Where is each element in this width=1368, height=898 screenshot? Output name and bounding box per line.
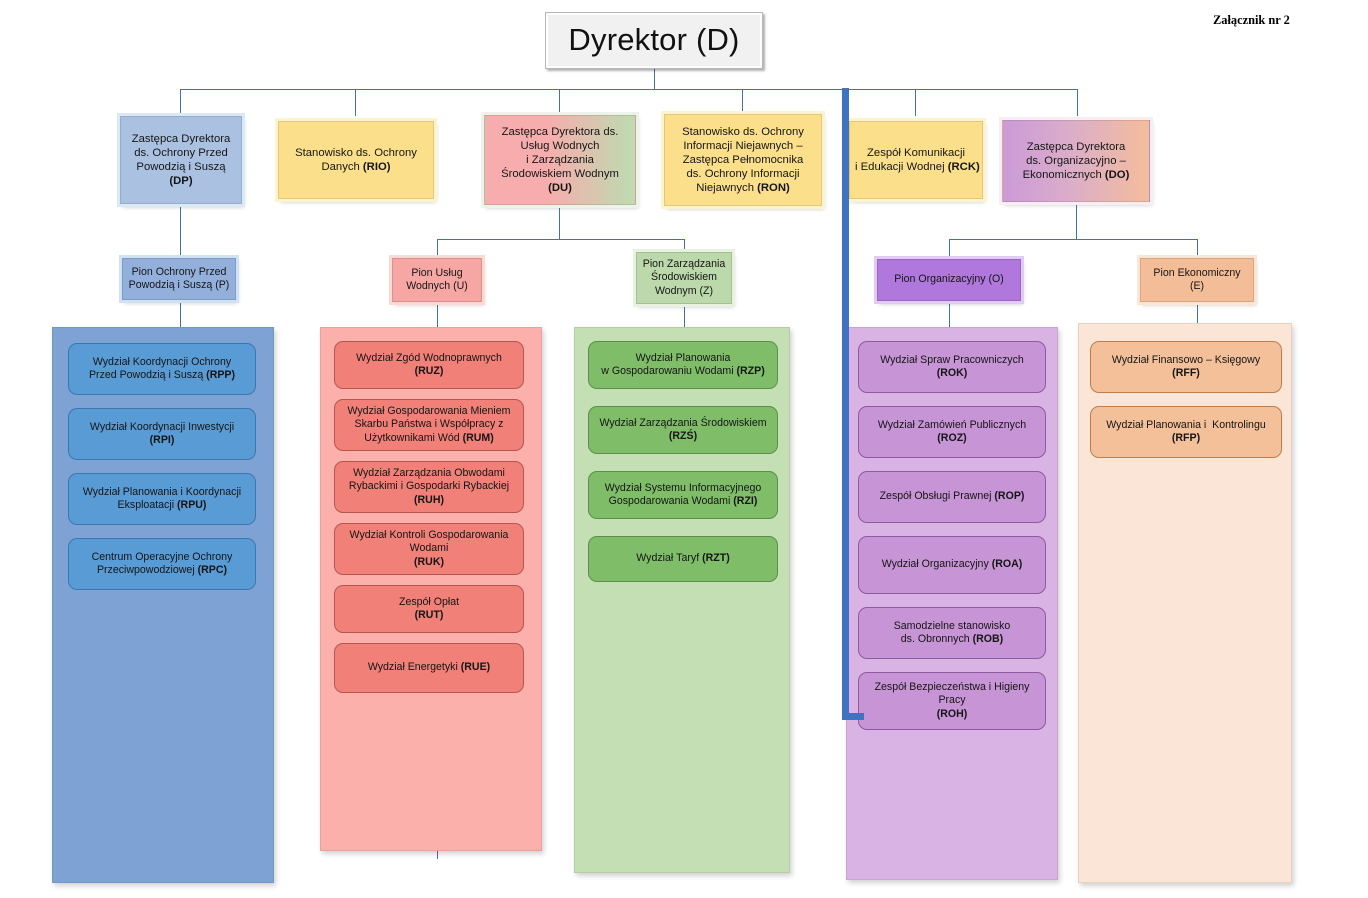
connector-do-bus bbox=[949, 239, 1198, 240]
node-pion-e-label: Pion Ekonomiczny(E) bbox=[1153, 266, 1241, 292]
department-label: Wydział Zamówień Publicznych(ROZ) bbox=[877, 418, 1027, 444]
connector-drop-lvl1-5 bbox=[1077, 89, 1078, 116]
connector-do-to-pion-o bbox=[949, 239, 950, 259]
department-label: Wydział Energetyki (RUE) bbox=[367, 661, 491, 674]
department-box-rut[interactable]: Zespół Opłat(RUT) bbox=[334, 585, 524, 633]
department-box-rff[interactable]: Wydział Finansowo – Księgowy(RFF) bbox=[1090, 341, 1282, 393]
node-root-label: Dyrektor (D) bbox=[568, 22, 740, 58]
department-label: Wydział Spraw Pracowniczych(ROK) bbox=[880, 353, 1024, 379]
department-box-ruz[interactable]: Wydział Zgód Wodnoprawnych(RUZ) bbox=[334, 341, 524, 389]
connector-du-bus bbox=[437, 239, 684, 240]
connector-column-u-bottom-stub bbox=[437, 849, 438, 859]
department-label: Wydział Zarządzania Środowiskiem(RZŚ) bbox=[599, 416, 767, 442]
department-box-rok[interactable]: Wydział Spraw Pracowniczych(ROK) bbox=[858, 341, 1046, 393]
connector-do-drop bbox=[1076, 202, 1077, 239]
department-box-rpi[interactable]: Wydział Koordynacji Inwestycji(RPI) bbox=[68, 408, 256, 460]
connector-do-to-pion-e bbox=[1197, 239, 1198, 259]
department-label: Zespół Opłat(RUT) bbox=[398, 595, 460, 621]
connector-du-to-pion-z bbox=[684, 239, 685, 253]
connector-du-to-pion-u bbox=[437, 239, 438, 258]
node-pion-o-label: Pion Organizacyjny (O) bbox=[894, 273, 1004, 286]
connector-drop-lvl1-1 bbox=[355, 89, 356, 116]
department-label: Wydział Taryf (RZT) bbox=[636, 552, 730, 565]
department-box-roa[interactable]: Wydział Organizacyjny (ROA) bbox=[858, 536, 1046, 594]
connector-pion-u-to-column bbox=[437, 302, 438, 327]
connector-du-drop bbox=[559, 205, 560, 239]
highlight-stub-line bbox=[842, 713, 864, 720]
node-pion-e[interactable]: Pion Ekonomiczny(E) bbox=[1140, 258, 1254, 302]
connector-drop-lvl1-4 bbox=[915, 89, 916, 116]
connector-drop-lvl1-0 bbox=[180, 89, 181, 116]
department-box-rop[interactable]: Zespół Obsługi Prawnej (ROP) bbox=[858, 471, 1046, 523]
node-pion-o[interactable]: Pion Organizacyjny (O) bbox=[877, 259, 1021, 301]
department-label: Wydział Organizacyjny (ROA) bbox=[881, 558, 1023, 571]
highlight-vertical-line bbox=[842, 88, 849, 720]
node-root-dyrektor[interactable]: Dyrektor (D) bbox=[545, 12, 763, 69]
department-box-roz[interactable]: Wydział Zamówień Publicznych(ROZ) bbox=[858, 406, 1046, 458]
department-label: Wydział Finansowo – Księgowy(RFF) bbox=[1111, 353, 1261, 379]
department-label: Wydział Koordynacji Inwestycji(RPI) bbox=[89, 420, 235, 446]
connector-pion-p-to-column bbox=[180, 300, 181, 327]
department-label: Wydział Planowania i Kontrolingu(RFP) bbox=[1106, 418, 1266, 444]
annex-caption: Załącznik nr 2 bbox=[1213, 13, 1290, 27]
connector-root-drop bbox=[654, 69, 655, 90]
connector-drop-lvl1-3 bbox=[742, 89, 743, 116]
department-label: Wydział Zgód Wodnoprawnych(RUZ) bbox=[356, 351, 502, 377]
department-box-rue[interactable]: Wydział Energetyki (RUE) bbox=[334, 643, 524, 693]
connector-pion-o-to-column bbox=[949, 301, 950, 327]
connector-dp-to-pion-p bbox=[180, 204, 181, 258]
department-box-rzt[interactable]: Wydział Taryf (RZT) bbox=[588, 536, 778, 582]
connector-main-bus bbox=[180, 89, 1078, 90]
connector-drop-lvl1-2 bbox=[559, 89, 560, 116]
department-label: Zespół Obsługi Prawnej (ROP) bbox=[879, 490, 1025, 503]
department-box-rzś[interactable]: Wydział Zarządzania Środowiskiem(RZŚ) bbox=[588, 406, 778, 454]
department-box-rfp[interactable]: Wydział Planowania i Kontrolingu(RFP) bbox=[1090, 406, 1282, 458]
connector-pion-z-to-column bbox=[684, 304, 685, 327]
connector-pion-e-to-column bbox=[1197, 302, 1198, 323]
